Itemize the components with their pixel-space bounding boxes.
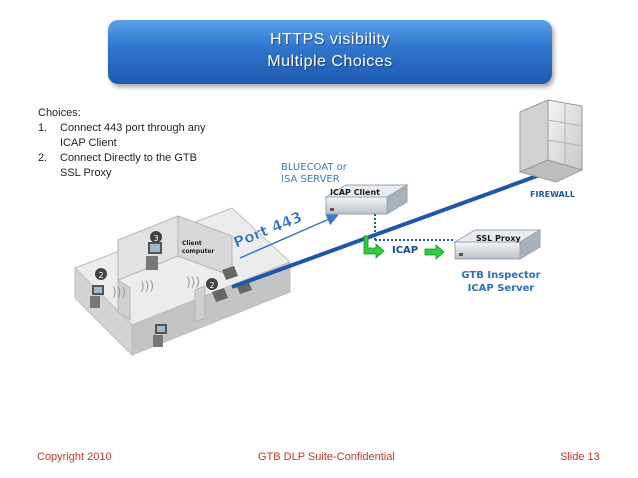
badge-icon: [150, 231, 162, 243]
choice-number: 2.: [38, 152, 48, 164]
client-firewall-link: [231, 170, 549, 289]
title-banner: HTTPS visibility Multiple Choices: [108, 20, 552, 84]
wifi-waves-icon: ))): [140, 279, 154, 293]
footer-confidential: GTB DLP Suite-Confidential: [258, 451, 395, 463]
choice-text: Connect Directly to the GTB SSL Proxy: [60, 152, 197, 179]
badge-number: 2: [209, 281, 214, 290]
ssl-proxy-appliance: [453, 229, 542, 260]
computer-icon: [146, 242, 162, 270]
wifi-waves-icon: ))): [112, 285, 126, 299]
port-443-arrow: [239, 214, 339, 259]
firewall-label: FIREWALL: [530, 190, 575, 199]
icap-client-label: ICAP Client: [330, 188, 380, 197]
footer-copyright: Copyright 2010: [37, 451, 112, 463]
client-computer-label: Client: [182, 240, 202, 247]
icap-label: ICAP: [392, 245, 419, 256]
gtb-line: ICAP Server: [467, 283, 535, 294]
icap-client-appliance: [324, 184, 409, 215]
computer-icon: [153, 324, 167, 347]
icap-green-arrow: [363, 235, 385, 259]
footer-slide-number: Slide 13: [560, 451, 600, 463]
gtb-inspector-label: GTB Inspector ICAP Server: [456, 269, 546, 295]
slide-subtitle: Multiple Choices: [267, 53, 393, 70]
slide-title: HTTPS visibility: [269, 31, 390, 48]
choices-list: Choices: 1. Connect 443 port through any…: [38, 106, 238, 181]
firewall-icon: [518, 99, 584, 183]
badge-number: 3: [153, 234, 158, 243]
icap-green-arrow: [424, 244, 445, 260]
badge-icon: [206, 278, 218, 290]
choice-number: 1.: [38, 122, 48, 134]
choice-item: 2. Connect Directly to the GTB SSL Proxy: [38, 151, 238, 181]
ssl-proxy-label: SSL Proxy: [476, 234, 522, 243]
badge-number: 2: [98, 271, 103, 280]
bluecoat-line: BLUECOAT or: [281, 162, 347, 173]
wifi-waves-icon: ))): [186, 275, 200, 289]
client-computer-label: computer: [182, 248, 214, 255]
choice-item: 1. Connect 443 port through any ICAP Cli…: [38, 121, 238, 151]
computer-icon: [90, 285, 104, 308]
badge-icon: [95, 268, 107, 280]
choices-heading: Choices:: [38, 107, 81, 119]
bluecoat-label: BLUECOAT or ISA SERVER: [281, 162, 347, 186]
choice-text: Connect 443 port through any ICAP Client: [60, 122, 206, 149]
bluecoat-line: ISA SERVER: [281, 174, 340, 185]
office-floorplan: ))) ))) ))) 3 2 2 Client computer: [74, 207, 291, 357]
gtb-line: GTB Inspector: [461, 270, 541, 281]
